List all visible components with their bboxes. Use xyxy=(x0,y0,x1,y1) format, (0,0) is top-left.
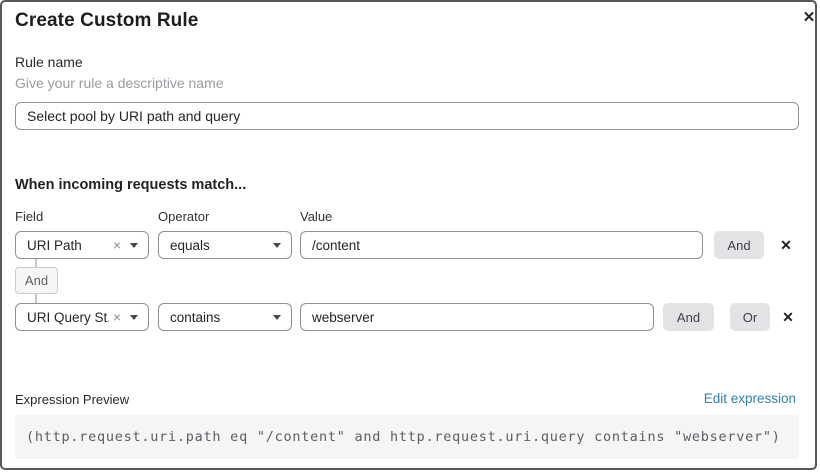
value-input-row2[interactable] xyxy=(300,303,654,331)
chevron-down-icon xyxy=(273,314,281,320)
value-input-row1[interactable] xyxy=(300,231,703,259)
field-select-row1-value: URI Path xyxy=(27,237,82,253)
column-label-value: Value xyxy=(300,209,333,224)
close-icon[interactable]: ✕ xyxy=(802,9,816,26)
chevron-down-icon xyxy=(273,242,281,248)
connector-and-chip: And xyxy=(15,267,58,294)
operator-select-row1[interactable]: equals xyxy=(158,231,292,259)
chevron-down-icon xyxy=(130,242,138,248)
field-select-row2[interactable]: URI Query St... × xyxy=(15,303,149,331)
connector-line-top xyxy=(35,259,37,267)
field-select-row1[interactable]: URI Path × xyxy=(15,231,149,259)
operator-select-row2[interactable]: contains xyxy=(158,303,292,331)
and-button-row1[interactable]: And xyxy=(714,231,764,259)
and-button-row2[interactable]: And xyxy=(663,303,714,331)
rule-name-input[interactable] xyxy=(15,102,799,130)
rule-name-hint: Give your rule a descriptive name xyxy=(15,75,224,91)
or-button-row2[interactable]: Or xyxy=(730,303,770,331)
remove-row2-icon[interactable]: ✕ xyxy=(782,308,794,325)
clear-selection-icon[interactable]: × xyxy=(112,309,121,325)
field-select-row2-value: URI Query St... xyxy=(27,309,109,325)
column-label-operator: Operator xyxy=(158,209,210,224)
operator-select-row2-value: contains xyxy=(170,309,221,325)
column-label-field: Field xyxy=(15,209,44,224)
clear-selection-icon[interactable]: × xyxy=(112,237,121,253)
expression-preview-box: (http.request.uri.path eq "/content" and… xyxy=(15,415,799,459)
expression-code: (http.request.uri.path eq "/content" and… xyxy=(26,429,781,445)
rule-name-label: Rule name xyxy=(15,54,83,70)
connector-line-bottom xyxy=(35,294,37,303)
edit-expression-link[interactable]: Edit expression xyxy=(703,391,796,406)
operator-select-row1-value: equals xyxy=(170,237,210,253)
match-heading: When incoming requests match... xyxy=(15,177,247,193)
remove-row1-icon[interactable]: ✕ xyxy=(780,236,792,253)
expression-preview-label: Expression Preview xyxy=(15,392,130,407)
chevron-down-icon xyxy=(130,314,138,320)
dialog-title: Create Custom Rule xyxy=(15,10,199,31)
